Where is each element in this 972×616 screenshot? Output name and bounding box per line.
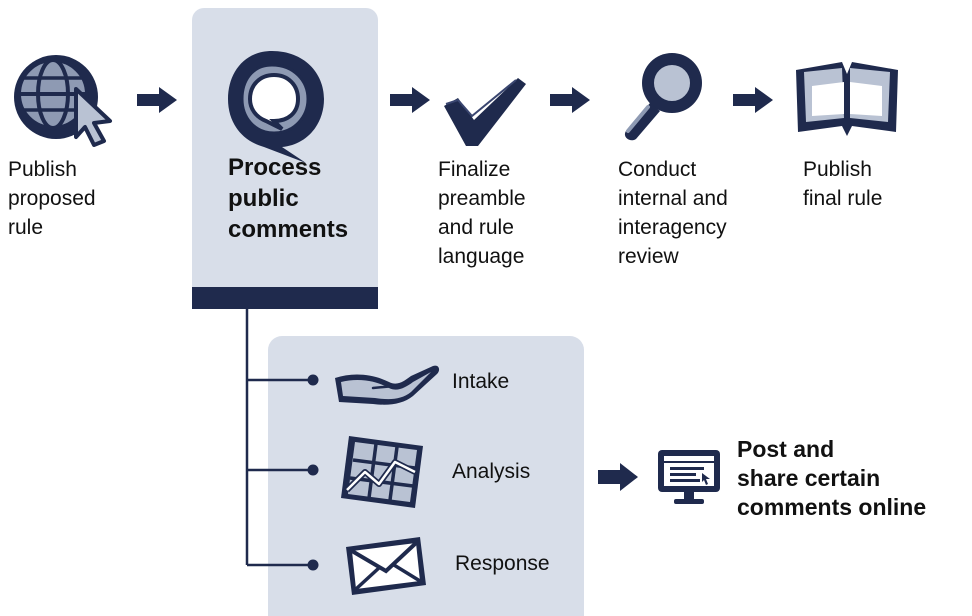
arrow-icon <box>137 87 177 113</box>
globe-cursor-icon <box>14 55 112 147</box>
post-share-label: Post and share certain comments online <box>737 436 927 520</box>
checkmark-icon <box>444 78 526 146</box>
step-label-conduct-review: Conduct internal and interagency review <box>618 158 728 268</box>
speech-bubble-icon <box>228 51 324 163</box>
grid-chart-icon <box>341 436 423 508</box>
open-hand-icon <box>335 365 440 405</box>
arrow-icon <box>733 87 773 113</box>
envelope-icon <box>346 537 426 595</box>
arrow-icon <box>390 87 430 113</box>
magnifying-glass-icon <box>624 53 702 141</box>
step-label-publish-proposed: Publish proposed rule <box>8 158 96 239</box>
computer-monitor-icon <box>658 450 720 504</box>
open-book-icon <box>796 62 898 136</box>
step-label-process-comments: Process public comments <box>228 154 349 243</box>
arrow-icon <box>550 87 590 113</box>
step-label-finalize: Finalize preamble and rule language <box>438 158 526 268</box>
substep-label-intake: Intake <box>452 370 510 393</box>
process-panel-bar <box>192 287 378 309</box>
arrow-icon <box>598 463 638 491</box>
step-label-publish-final: Publish final rule <box>803 158 883 210</box>
substep-label-response: Response <box>455 552 550 575</box>
substep-label-analysis: Analysis <box>452 460 531 483</box>
